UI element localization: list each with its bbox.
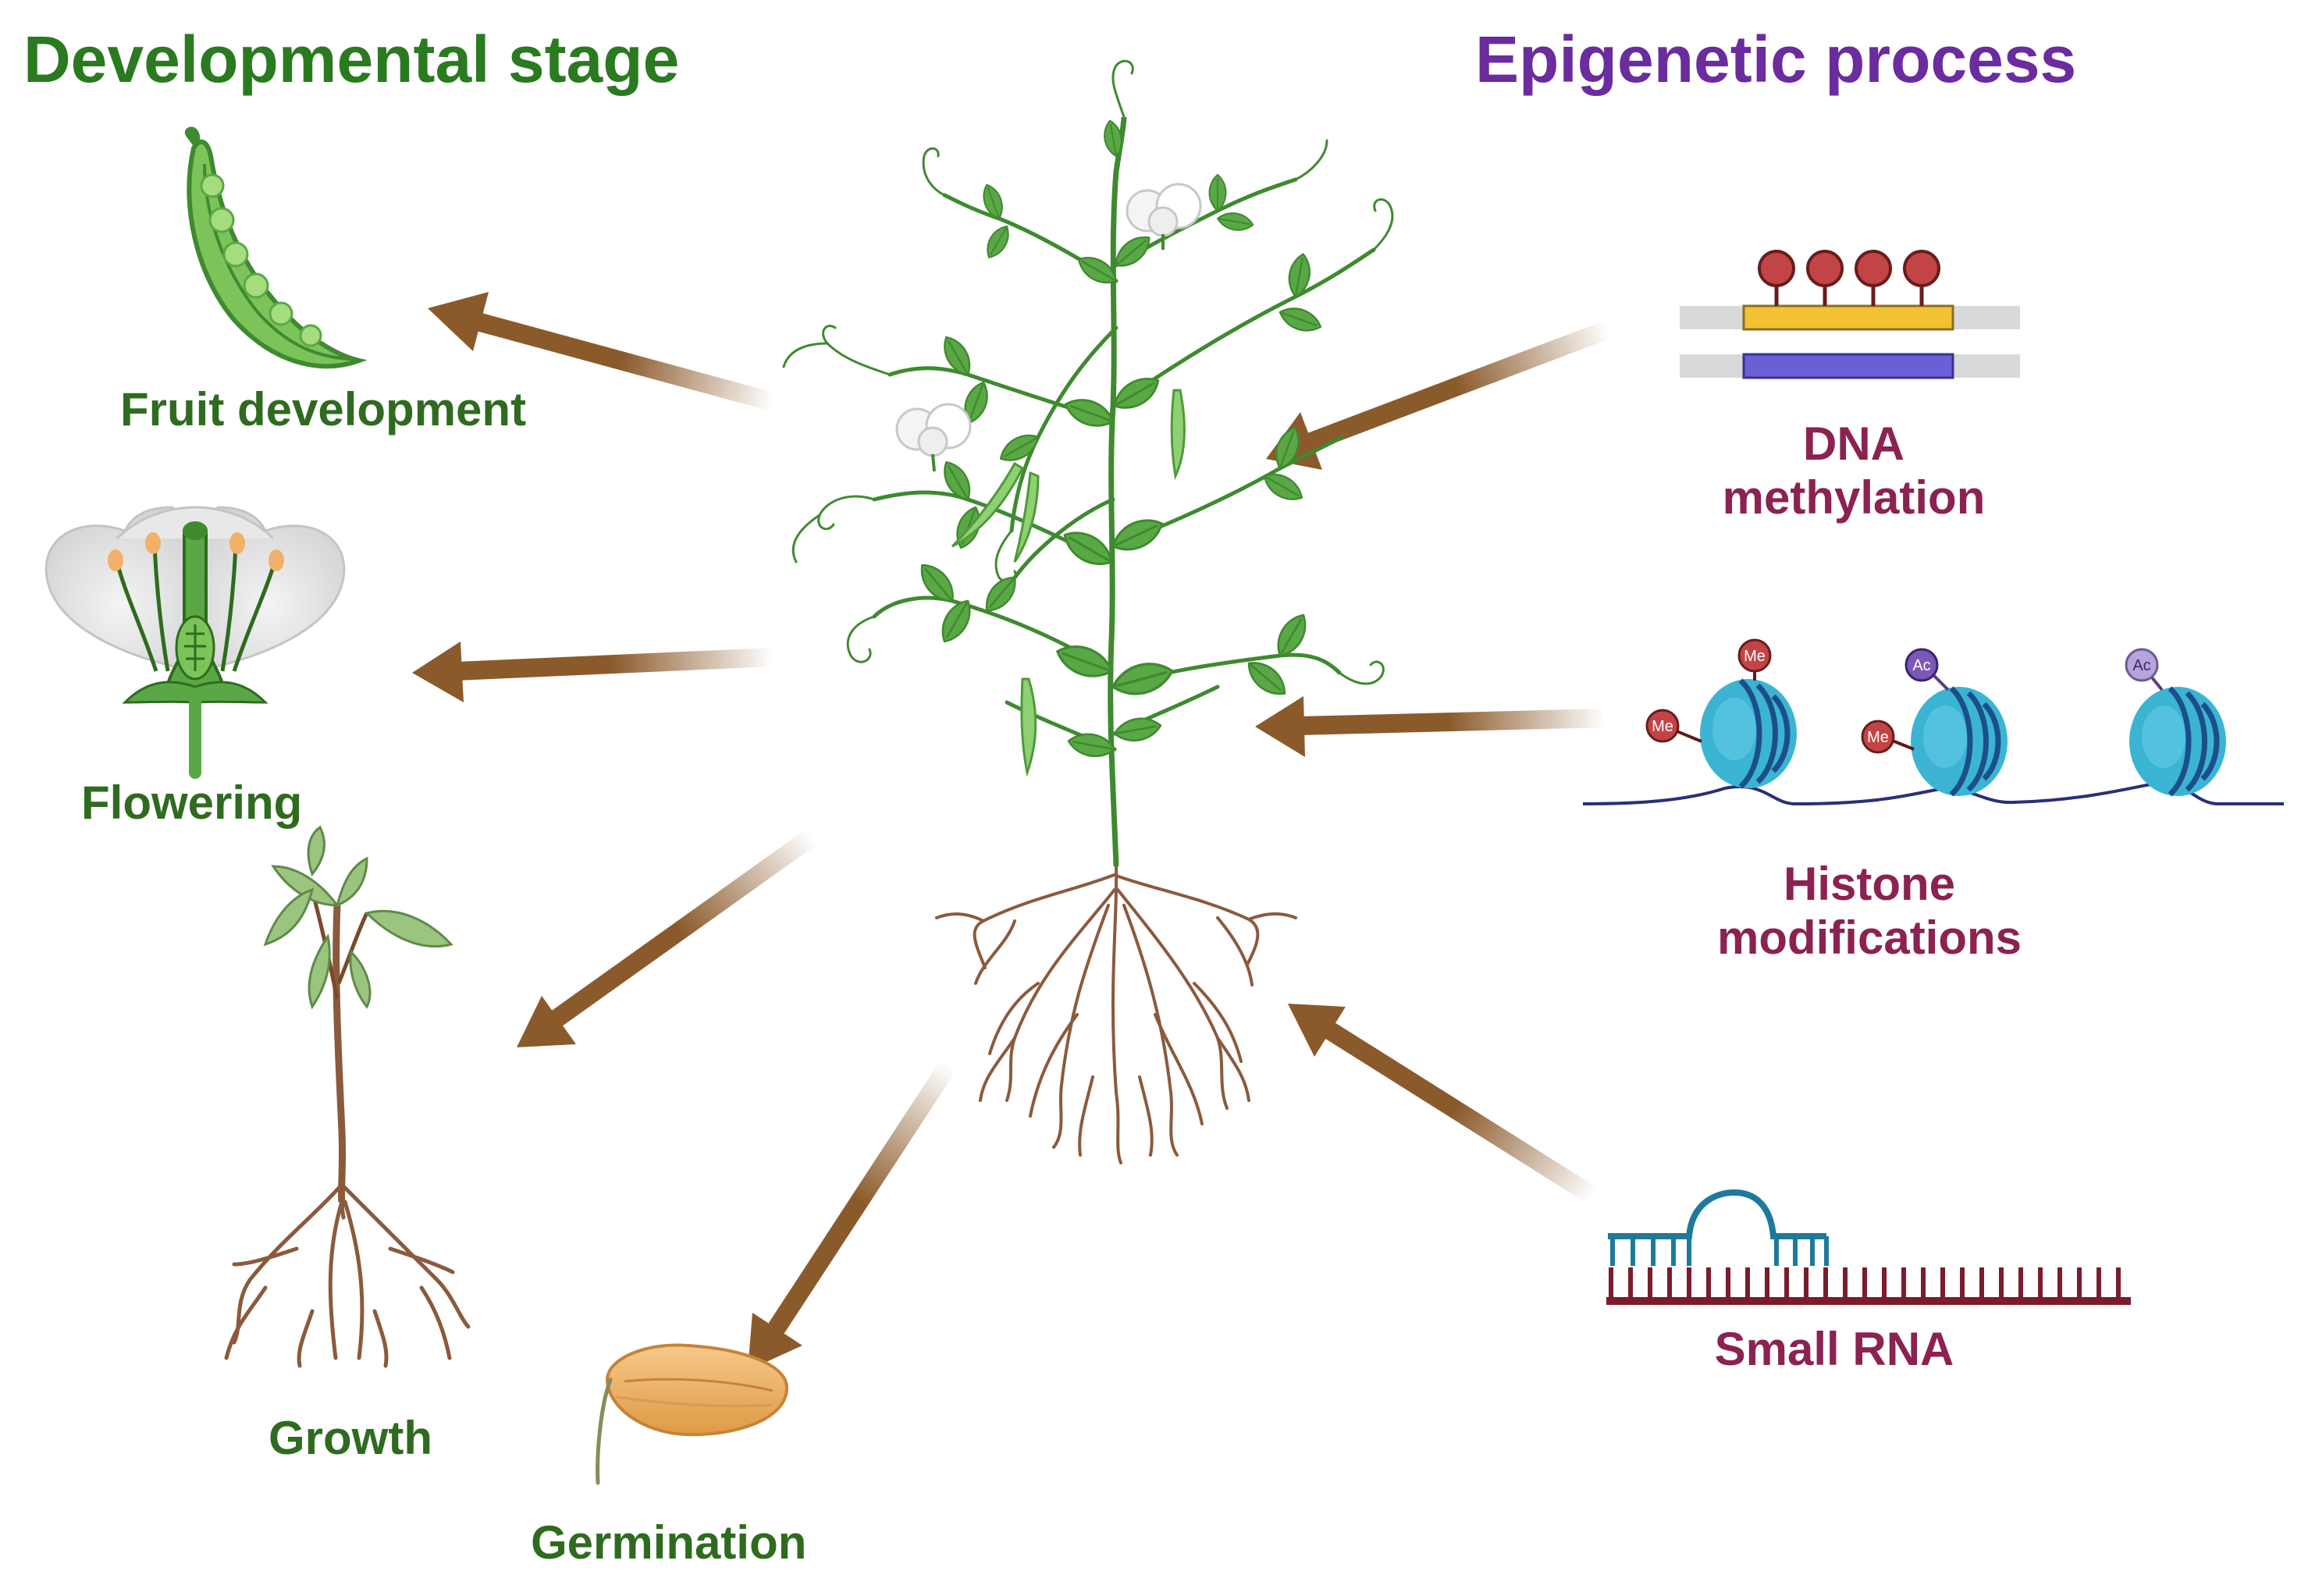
arrow-to-fruit-development bbox=[428, 292, 782, 411]
arrow-from-small-rna bbox=[1288, 1004, 1602, 1205]
stage-label-germination: Germination bbox=[531, 1516, 807, 1569]
root-system-icon bbox=[935, 863, 1297, 1164]
process-label-line: methylation bbox=[1722, 471, 1986, 524]
plant-pea-pods bbox=[951, 389, 1186, 777]
arrow-to-growth bbox=[517, 827, 821, 1047]
methyl-mark-3: Me bbox=[1861, 720, 1895, 754]
process-label-line: DNA bbox=[1803, 418, 1904, 470]
acetyl-mark-1: Ac bbox=[1904, 648, 1939, 682]
flower-cross-section-icon bbox=[44, 506, 346, 779]
process-label-line: modifications bbox=[1716, 912, 2022, 964]
methyl-mark-2: Me bbox=[1645, 709, 1680, 743]
stage-label-fruit-development: Fruit development bbox=[120, 383, 527, 435]
plant-leaves bbox=[912, 118, 1325, 761]
pea-plant-icon bbox=[782, 59, 1394, 1164]
dna-methylation-icon bbox=[1680, 250, 2020, 379]
acetyl-mark-2: Ac bbox=[2125, 648, 2159, 682]
process-label-small-rna: Small RNA bbox=[1714, 1323, 1954, 1375]
plant-flowers bbox=[895, 183, 1202, 472]
stage-label-growth: Growth bbox=[269, 1412, 432, 1464]
svg-text:Ac: Ac bbox=[1912, 657, 1930, 674]
arrow-to-germination bbox=[748, 1056, 958, 1370]
svg-text:Me: Me bbox=[1652, 718, 1673, 735]
svg-text:Ac: Ac bbox=[2132, 657, 2150, 674]
stage-label-flowering: Flowering bbox=[81, 777, 303, 829]
process-label-line: Histone bbox=[1783, 858, 1956, 910]
process-label-dna-methylation: DNA methylation bbox=[1698, 417, 2010, 524]
svg-text:Me: Me bbox=[1744, 648, 1766, 665]
epigenetic-process-header: Epigenetic process bbox=[1475, 23, 2077, 96]
arrow-from-histone-modifications bbox=[1255, 696, 1613, 757]
small-rna-icon bbox=[1606, 1189, 2131, 1305]
seedling-icon bbox=[224, 825, 471, 1368]
developmental-stage-header: Developmental stage bbox=[23, 23, 680, 96]
nucleosome-icon: Me Me Me Ac Ac bbox=[1582, 638, 2284, 806]
seed-icon bbox=[596, 1343, 789, 1485]
pea-pod-icon bbox=[184, 126, 368, 369]
methyl-mark-1: Me bbox=[1737, 638, 1772, 673]
process-label-histone-modifications: Histone modifications bbox=[1674, 857, 2064, 965]
svg-text:Me: Me bbox=[1867, 729, 1889, 746]
arrow-to-flowering bbox=[412, 642, 782, 702]
